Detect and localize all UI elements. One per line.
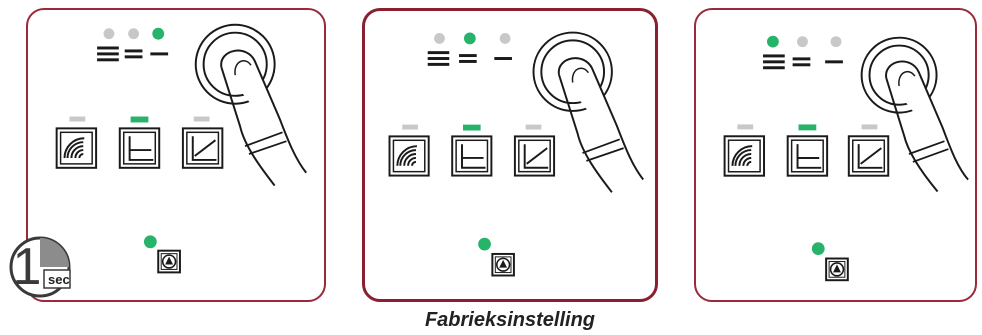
panel-3-drawing [696,10,975,300]
radiator-curve-icon [725,136,764,175]
panel-2-drawing [365,11,655,299]
caption: Fabrieksinstelling [362,308,658,332]
constant-curve-icon [788,136,827,175]
speed-led-1 [434,33,445,44]
badge-unit: sec [48,272,74,288]
mode-led-3 [194,117,210,122]
pump-led [478,238,491,251]
proportional-curve-icon [515,136,554,175]
mode-led-2 [799,124,817,130]
constant-curve-icon [452,136,491,175]
badge-digit: 1 [10,238,44,296]
mode-led-1 [737,124,753,129]
constant-curve-icon [120,128,159,167]
radiator-curve-icon [57,128,96,167]
speed-led-1 [104,28,115,39]
pump-button-icon [158,251,180,273]
speed-led-1 [767,36,779,48]
pump-control-panel-2 [362,8,658,302]
pump-led [144,235,157,248]
pump-led [812,242,825,255]
mode-led-1 [69,117,85,122]
speed-led-2 [464,33,476,45]
one-second-badge: 1 sec [4,236,76,298]
pump-button-icon [492,254,514,276]
speed-led-2 [128,28,139,39]
proportional-curve-icon [849,136,888,175]
mode-led-2 [131,117,149,123]
speed-led-3 [500,33,511,44]
mode-led-3 [862,124,878,129]
mode-led-1 [402,125,418,130]
speed-led-3 [152,28,164,40]
radiator-curve-icon [390,136,429,175]
speed-led-2 [797,36,808,47]
mode-led-2 [463,125,481,131]
proportional-curve-icon [183,128,222,167]
speed-led-3 [831,36,842,47]
pump-button-icon [826,259,848,281]
pump-control-panel-3 [694,8,977,302]
mode-led-3 [526,125,542,130]
speed-levels-icon [763,54,843,69]
finger-press-icon [196,25,306,186]
speed-levels-icon [97,46,168,61]
speed-levels-icon [428,51,512,66]
